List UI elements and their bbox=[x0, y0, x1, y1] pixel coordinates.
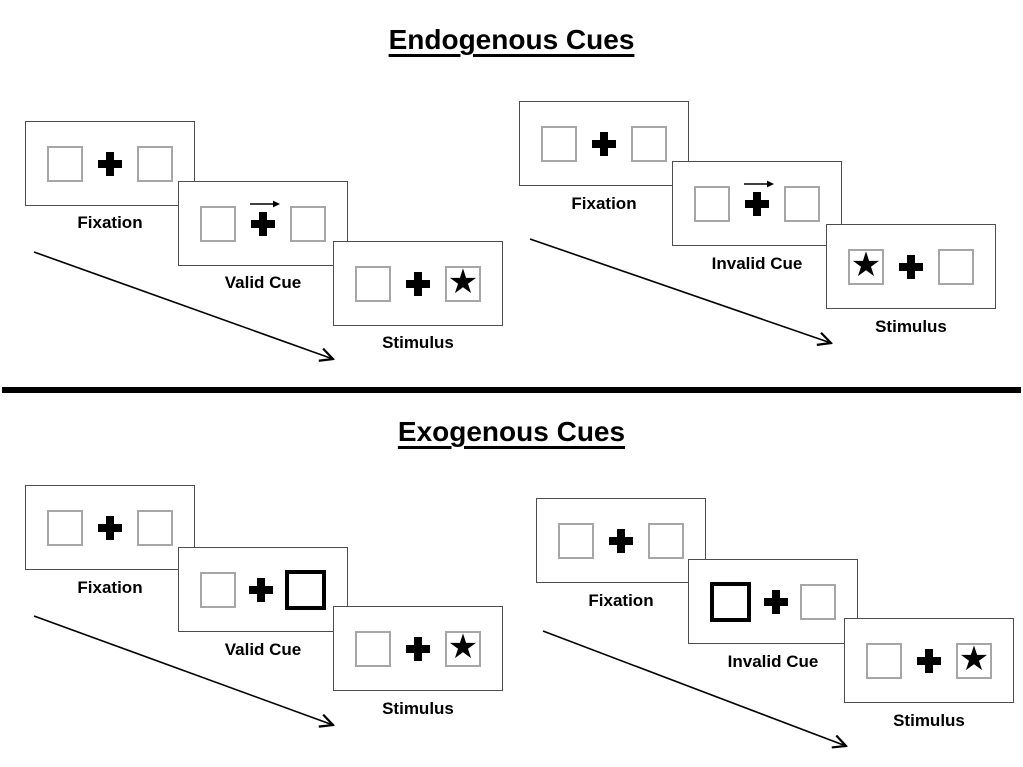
panel-label: Valid Cue bbox=[224, 640, 302, 659]
right-box: ★ bbox=[956, 639, 992, 679]
plus-icon bbox=[763, 589, 788, 614]
cue-arrow-icon bbox=[250, 200, 280, 207]
plus-icon bbox=[98, 151, 122, 176]
right-box bbox=[648, 522, 684, 559]
stimulus-panel: ★ bbox=[844, 618, 1014, 703]
fixation-cross bbox=[98, 515, 122, 540]
section-title-endogenous: Endogenous Cues bbox=[388, 24, 635, 55]
right-box bbox=[800, 583, 836, 620]
panel-label: Invalid Cue bbox=[727, 652, 819, 671]
right-box bbox=[631, 125, 667, 162]
star-icon: ★ bbox=[850, 245, 882, 285]
left-box bbox=[694, 185, 730, 222]
left-box bbox=[47, 509, 83, 546]
fixation-cross bbox=[250, 200, 280, 236]
panel-label: Stimulus bbox=[893, 711, 965, 730]
right-box-cued bbox=[285, 569, 326, 610]
left-box bbox=[200, 571, 236, 608]
section-divider bbox=[2, 387, 1021, 393]
left-box bbox=[866, 642, 902, 679]
fixation-cross bbox=[406, 271, 430, 296]
star-icon: ★ bbox=[447, 627, 479, 667]
cue-arrow-icon bbox=[744, 180, 774, 187]
right-box bbox=[137, 509, 173, 546]
plus-icon bbox=[899, 254, 923, 279]
right-box bbox=[784, 185, 820, 222]
plus-icon bbox=[248, 577, 273, 602]
plus-icon bbox=[592, 131, 616, 156]
panel-label: Valid Cue bbox=[224, 273, 302, 292]
right-box: ★ bbox=[445, 262, 481, 302]
panel-label: Stimulus bbox=[382, 699, 454, 718]
plus-icon bbox=[98, 515, 122, 540]
invalid-cue-panel bbox=[672, 161, 842, 246]
fixation-cross bbox=[744, 180, 774, 216]
panel-label: Fixation bbox=[571, 194, 637, 213]
timeline-arrow-icon bbox=[33, 251, 345, 369]
left-box: ★ bbox=[848, 245, 884, 285]
plus-icon bbox=[917, 648, 941, 673]
stimulus-panel: ★ bbox=[826, 224, 996, 309]
panel-label: Stimulus bbox=[382, 333, 454, 352]
left-box bbox=[47, 145, 83, 182]
panel-label: Fixation bbox=[588, 591, 654, 610]
right-box bbox=[938, 248, 974, 285]
fixation-panel bbox=[519, 101, 689, 186]
panel-label: Invalid Cue bbox=[711, 254, 803, 273]
plus-icon bbox=[609, 528, 633, 553]
fixation-cross bbox=[763, 589, 788, 614]
panel-label: Stimulus bbox=[875, 317, 947, 336]
right-box: ★ bbox=[445, 627, 481, 667]
stimulus-panel: ★ bbox=[333, 241, 503, 326]
panel-label: Fixation bbox=[77, 578, 143, 597]
fixation-cross bbox=[609, 528, 633, 553]
left-box bbox=[355, 265, 391, 302]
timeline-arrow-icon bbox=[542, 630, 858, 756]
fixation-panel bbox=[536, 498, 706, 583]
fixation-cross bbox=[592, 131, 616, 156]
right-box bbox=[290, 205, 326, 242]
invalid-cue-panel bbox=[688, 559, 858, 644]
fixation-cross bbox=[917, 648, 941, 673]
fixation-cross bbox=[98, 151, 122, 176]
fixation-panel bbox=[25, 121, 195, 206]
plus-icon bbox=[251, 211, 275, 236]
star-icon: ★ bbox=[447, 262, 479, 302]
left-box bbox=[541, 125, 577, 162]
fixation-cross bbox=[406, 636, 430, 661]
plus-icon bbox=[406, 636, 430, 661]
panel-label: Fixation bbox=[77, 213, 143, 232]
timeline-arrow-icon bbox=[33, 615, 345, 735]
left-box bbox=[200, 205, 236, 242]
right-box bbox=[137, 145, 173, 182]
section-title-exogenous: Exogenous Cues bbox=[397, 416, 626, 447]
stimulus-panel: ★ bbox=[333, 606, 503, 691]
left-box bbox=[355, 630, 391, 667]
left-box bbox=[558, 522, 594, 559]
fixation-cross bbox=[899, 254, 923, 279]
timeline-arrow-icon bbox=[529, 238, 843, 354]
left-box-cued bbox=[710, 581, 751, 622]
plus-icon bbox=[745, 191, 769, 216]
fixation-cross bbox=[248, 577, 273, 602]
star-icon: ★ bbox=[958, 639, 990, 679]
plus-icon bbox=[406, 271, 430, 296]
fixation-panel bbox=[25, 485, 195, 570]
valid-cue-panel bbox=[178, 181, 348, 266]
valid-cue-panel bbox=[178, 547, 348, 632]
